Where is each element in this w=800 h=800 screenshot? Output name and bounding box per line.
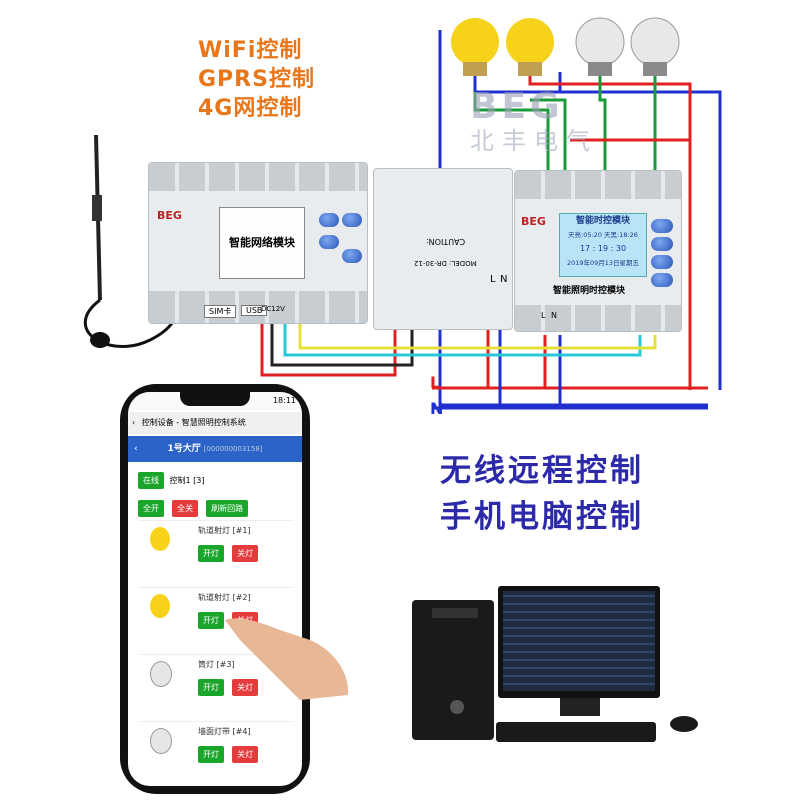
all-off-button[interactable]: 全关 — [172, 500, 199, 517]
status-row: 在线 控制1 [3] — [138, 472, 205, 489]
lamp-2-icon — [150, 594, 170, 618]
bulk-buttons: 全开 全关 刷新回路 — [138, 496, 251, 517]
sim-slot: SIM卡 — [204, 305, 237, 318]
lamp-3-icon — [150, 661, 172, 687]
module1-title: 智能网络模块 — [229, 236, 295, 249]
bulb-2-icon — [506, 18, 554, 76]
room-bar: ‹ 1号大厅 [000000003158] — [128, 436, 302, 462]
label-L: L — [430, 373, 440, 392]
psu-N: N — [500, 274, 508, 285]
timer-module: BEG 智能时控模块 天亮:05:20 天黑:18:26 17 : 19 : 3… — [514, 170, 682, 332]
lamp-4-name: 墙面灯带 [#4] — [198, 727, 251, 736]
all-on-button[interactable]: 全开 — [138, 500, 164, 517]
slogan-phone-pc: 手机电脑控制 — [440, 499, 644, 535]
module1-button-4[interactable] — [342, 249, 362, 263]
wire-bulb-neutral — [473, 72, 722, 390]
pc-power-button[interactable] — [450, 700, 464, 714]
feature-4g: 4G网控制 — [198, 96, 303, 121]
module1-button-2[interactable] — [342, 213, 362, 227]
module2-button-3[interactable] — [651, 255, 673, 269]
bulb-4-icon — [630, 17, 680, 76]
lcd-line1: 天亮:05:20 天黑:18:26 — [568, 231, 638, 239]
module1-button-3[interactable] — [319, 235, 339, 249]
phone-notch — [180, 392, 250, 406]
lcd-title: 智能时控模块 — [575, 216, 630, 226]
usb-port: USB — [241, 305, 268, 316]
module2-N: N — [551, 311, 557, 320]
hand-icon — [225, 618, 349, 700]
lamp-1-off-button[interactable]: 关灯 — [232, 545, 259, 562]
app-header-title: 控制设备 - 智慧照明控制系统 — [141, 418, 246, 427]
module2-title: 智能照明时控模块 — [553, 286, 626, 296]
psu-caution: CAUTION: — [426, 237, 466, 246]
online-badge: 在线 — [138, 472, 164, 489]
lamp-1-on-button[interactable]: 开灯 — [198, 545, 224, 562]
room-back-icon[interactable]: ‹ — [134, 444, 138, 454]
brand-cn: 北丰电气 — [470, 127, 598, 155]
brand-logo: BEG — [470, 86, 564, 127]
monitor-stand — [560, 698, 600, 716]
phone-screen: 18:11 ‹ 控制设备 - 智慧照明控制系统 ‹ 1号大厅 [00000000… — [128, 392, 302, 786]
keyboard[interactable] — [496, 722, 656, 742]
refresh-button[interactable]: 刷新回路 — [206, 500, 249, 517]
monitor — [498, 586, 660, 698]
feature-gprs: GPRS控制 — [198, 67, 315, 92]
lamp-row-4: 墙面灯带 [#4] 开灯 关灯 — [138, 721, 294, 782]
feature-list: WiFi控制 GPRS控制 4G网控制 — [198, 36, 315, 123]
module1-button-1[interactable] — [319, 213, 339, 227]
slogan-wireless: 无线远程控制 — [440, 453, 644, 489]
feature-wifi: WiFi控制 — [198, 38, 303, 63]
lamp-4-icon — [150, 728, 172, 754]
module2-lcd: 智能时控模块 天亮:05:20 天黑:18:26 17 : 19 : 30 20… — [559, 213, 647, 277]
network-module: BEG 智能网络模块 SIM卡 USB DC12V — [148, 162, 368, 324]
mouse[interactable] — [670, 716, 698, 732]
module1-lcd: 智能网络模块 — [219, 207, 305, 279]
lamp-3-name: 筒灯 [#3] — [198, 660, 235, 669]
lamp-4-on-button[interactable]: 开灯 — [198, 746, 224, 763]
lamp-row-1: 轨道射灯 [#1] 开灯 关灯 — [138, 520, 294, 581]
pc-drive-bay — [432, 608, 478, 618]
lamp-2-name: 轨道射灯 [#2] — [198, 593, 251, 602]
bulb-3-icon — [575, 17, 625, 76]
module2-button-2[interactable] — [651, 237, 673, 251]
dc-label: DC12V — [261, 305, 285, 313]
module2-button-4[interactable] — [651, 273, 673, 287]
wire-main-blue-left — [438, 30, 708, 407]
lamp-4-off-button[interactable]: 关灯 — [232, 746, 259, 763]
lamp-1-name: 轨道射灯 [#1] — [198, 526, 251, 535]
control-label: 控制1 [3] — [169, 476, 205, 485]
room-name: 1号大厅 — [167, 444, 201, 454]
module1-logo: BEG — [157, 209, 182, 222]
room-id: [000000003158] — [203, 445, 263, 453]
psu-model: MODEL: DR-30-12 — [414, 259, 477, 267]
psu-L: L — [490, 274, 496, 285]
app-header: ‹ 控制设备 - 智慧照明控制系统 — [128, 412, 302, 434]
label-N: N — [430, 399, 443, 418]
lamp-row-3: 筒灯 [#3] 开灯 关灯 — [138, 654, 294, 715]
smartphone: 18:11 ‹ 控制设备 - 智慧照明控制系统 ‹ 1号大厅 [00000000… — [120, 384, 310, 794]
lamp-3-on-button[interactable]: 开灯 — [198, 679, 224, 696]
module2-logo: BEG — [521, 215, 546, 228]
back-icon[interactable]: ‹ — [132, 418, 136, 427]
bulb-1-icon — [451, 18, 499, 76]
lamp-3-off-button[interactable]: 关灯 — [232, 679, 259, 696]
status-time: 18:11 — [272, 396, 296, 405]
wire-bulb-red — [528, 72, 692, 140]
module2-button-1[interactable] — [651, 219, 673, 233]
lcd-line3: 2019年09月13日星期五 — [566, 259, 640, 267]
pc-tower — [412, 600, 494, 740]
monitor-screen — [503, 591, 655, 691]
lamp-1-icon — [150, 527, 170, 551]
lamp-2-on-button[interactable]: 开灯 — [198, 612, 224, 629]
module2-L: L — [541, 311, 546, 320]
brand-watermark: BEG 北丰电气 — [470, 86, 598, 156]
slogans: 无线远程控制 手机电脑控制 — [440, 448, 644, 540]
power-supply: CAUTION: MODEL: DR-30-12 L N — [373, 168, 513, 330]
lcd-line2: 17 : 19 : 30 — [579, 244, 627, 253]
